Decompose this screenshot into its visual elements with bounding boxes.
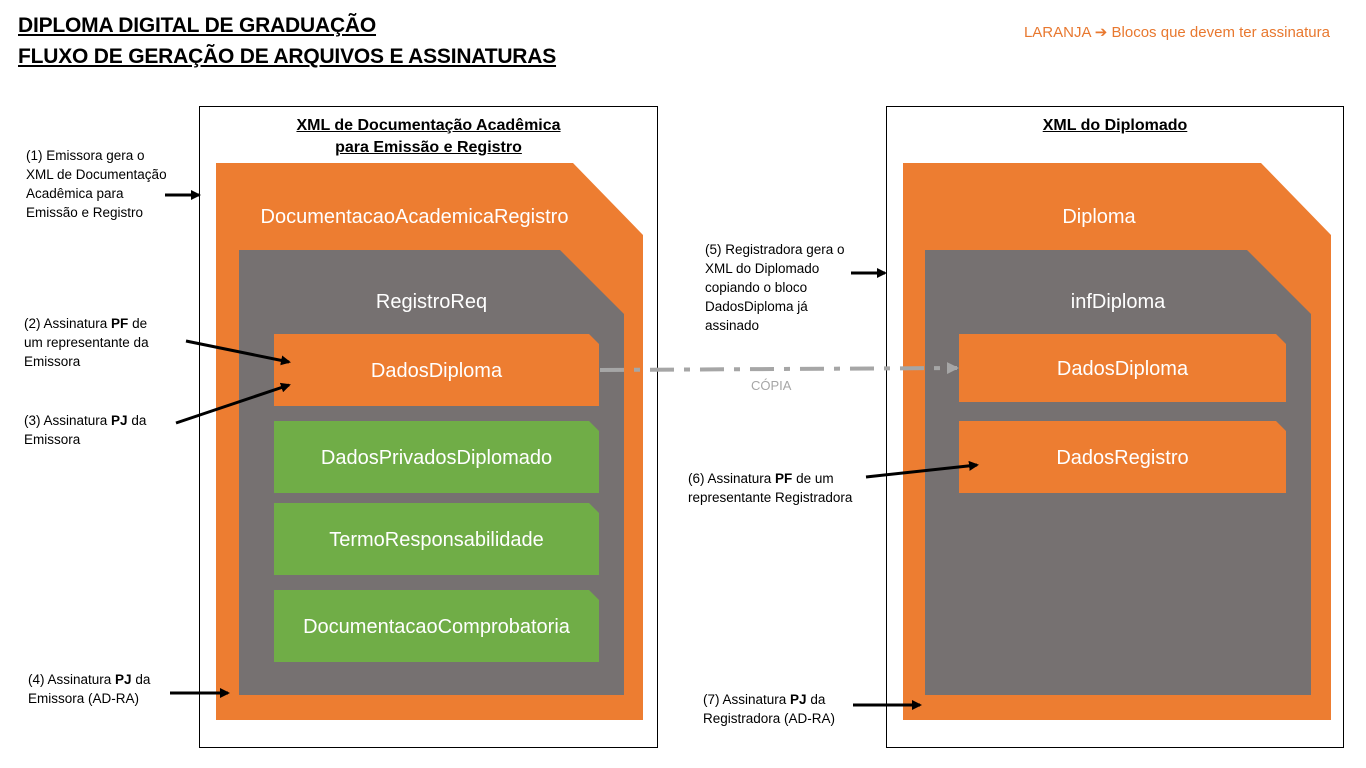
note-2-assinatura-pf-emissora: (2) Assinatura PF de um representante da… (24, 316, 149, 369)
diagram-title-line1: DIPLOMA DIGITAL DE GRADUAÇÃO (18, 14, 377, 37)
right-dados-diploma-block: DadosDiploma (959, 334, 1286, 402)
note-3-assinatura-pj-emissora: (3) Assinatura PJ da Emissora (24, 413, 147, 447)
note-6-assinatura-pf-registradora: (6) Assinatura PF de um representante Re… (688, 471, 853, 505)
left-dados-diploma-block: DadosDiploma (274, 334, 599, 406)
left-frame-title-line1: XML de Documentação Acadêmica (296, 117, 561, 134)
left-dados-diploma-label: DadosDiploma (370, 360, 503, 382)
dados-registro-label: DadosRegistro (1056, 447, 1189, 469)
registro-req-label: RegistroReq (375, 291, 488, 313)
dados-privados-diplomado-block: DadosPrivadosDiplomado (274, 421, 599, 493)
note-4-assinatura-pj-emissora-adra: (4) Assinatura PJ da Emissora (AD-RA) (28, 672, 151, 706)
documentacao-academica-registro-label: DocumentacaoAcademicaRegistro (260, 206, 569, 228)
termo-responsabilidade-block: TermoResponsabilidade (274, 503, 599, 575)
documentacao-comprobatoria-label: DocumentacaoComprobatoria (303, 616, 570, 638)
diploma-label: Diploma (1062, 206, 1136, 228)
right-dados-diploma-label: DadosDiploma (1056, 358, 1189, 380)
left-frame-title-line2: para Emissão e Registro (335, 139, 522, 156)
diagram-title-line2: FLUXO DE GERAÇÃO DE ARQUIVOS E ASSINATUR… (18, 45, 557, 68)
left-frame-title: XML de Documentação Acadêmica para Emiss… (200, 115, 657, 159)
dados-privados-diplomado-label: DadosPrivadosDiplomado (320, 447, 553, 469)
copy-label: CÓPIA (751, 378, 792, 393)
right-frame-title: XML do Diplomado (1042, 117, 1188, 134)
note-7-assinatura-pj-registradora-adra: (7) Assinatura PJ da Registradora (AD-RA… (703, 692, 836, 726)
color-legend: LARANJA ➔ Blocos que devem ter assinatur… (1023, 24, 1330, 41)
termo-responsabilidade-label: TermoResponsabilidade (329, 529, 544, 551)
dados-registro-block: DadosRegistro (959, 421, 1286, 493)
inf-diploma-label: infDiploma (1070, 291, 1166, 313)
documentacao-comprobatoria-block: DocumentacaoComprobatoria (274, 590, 599, 662)
